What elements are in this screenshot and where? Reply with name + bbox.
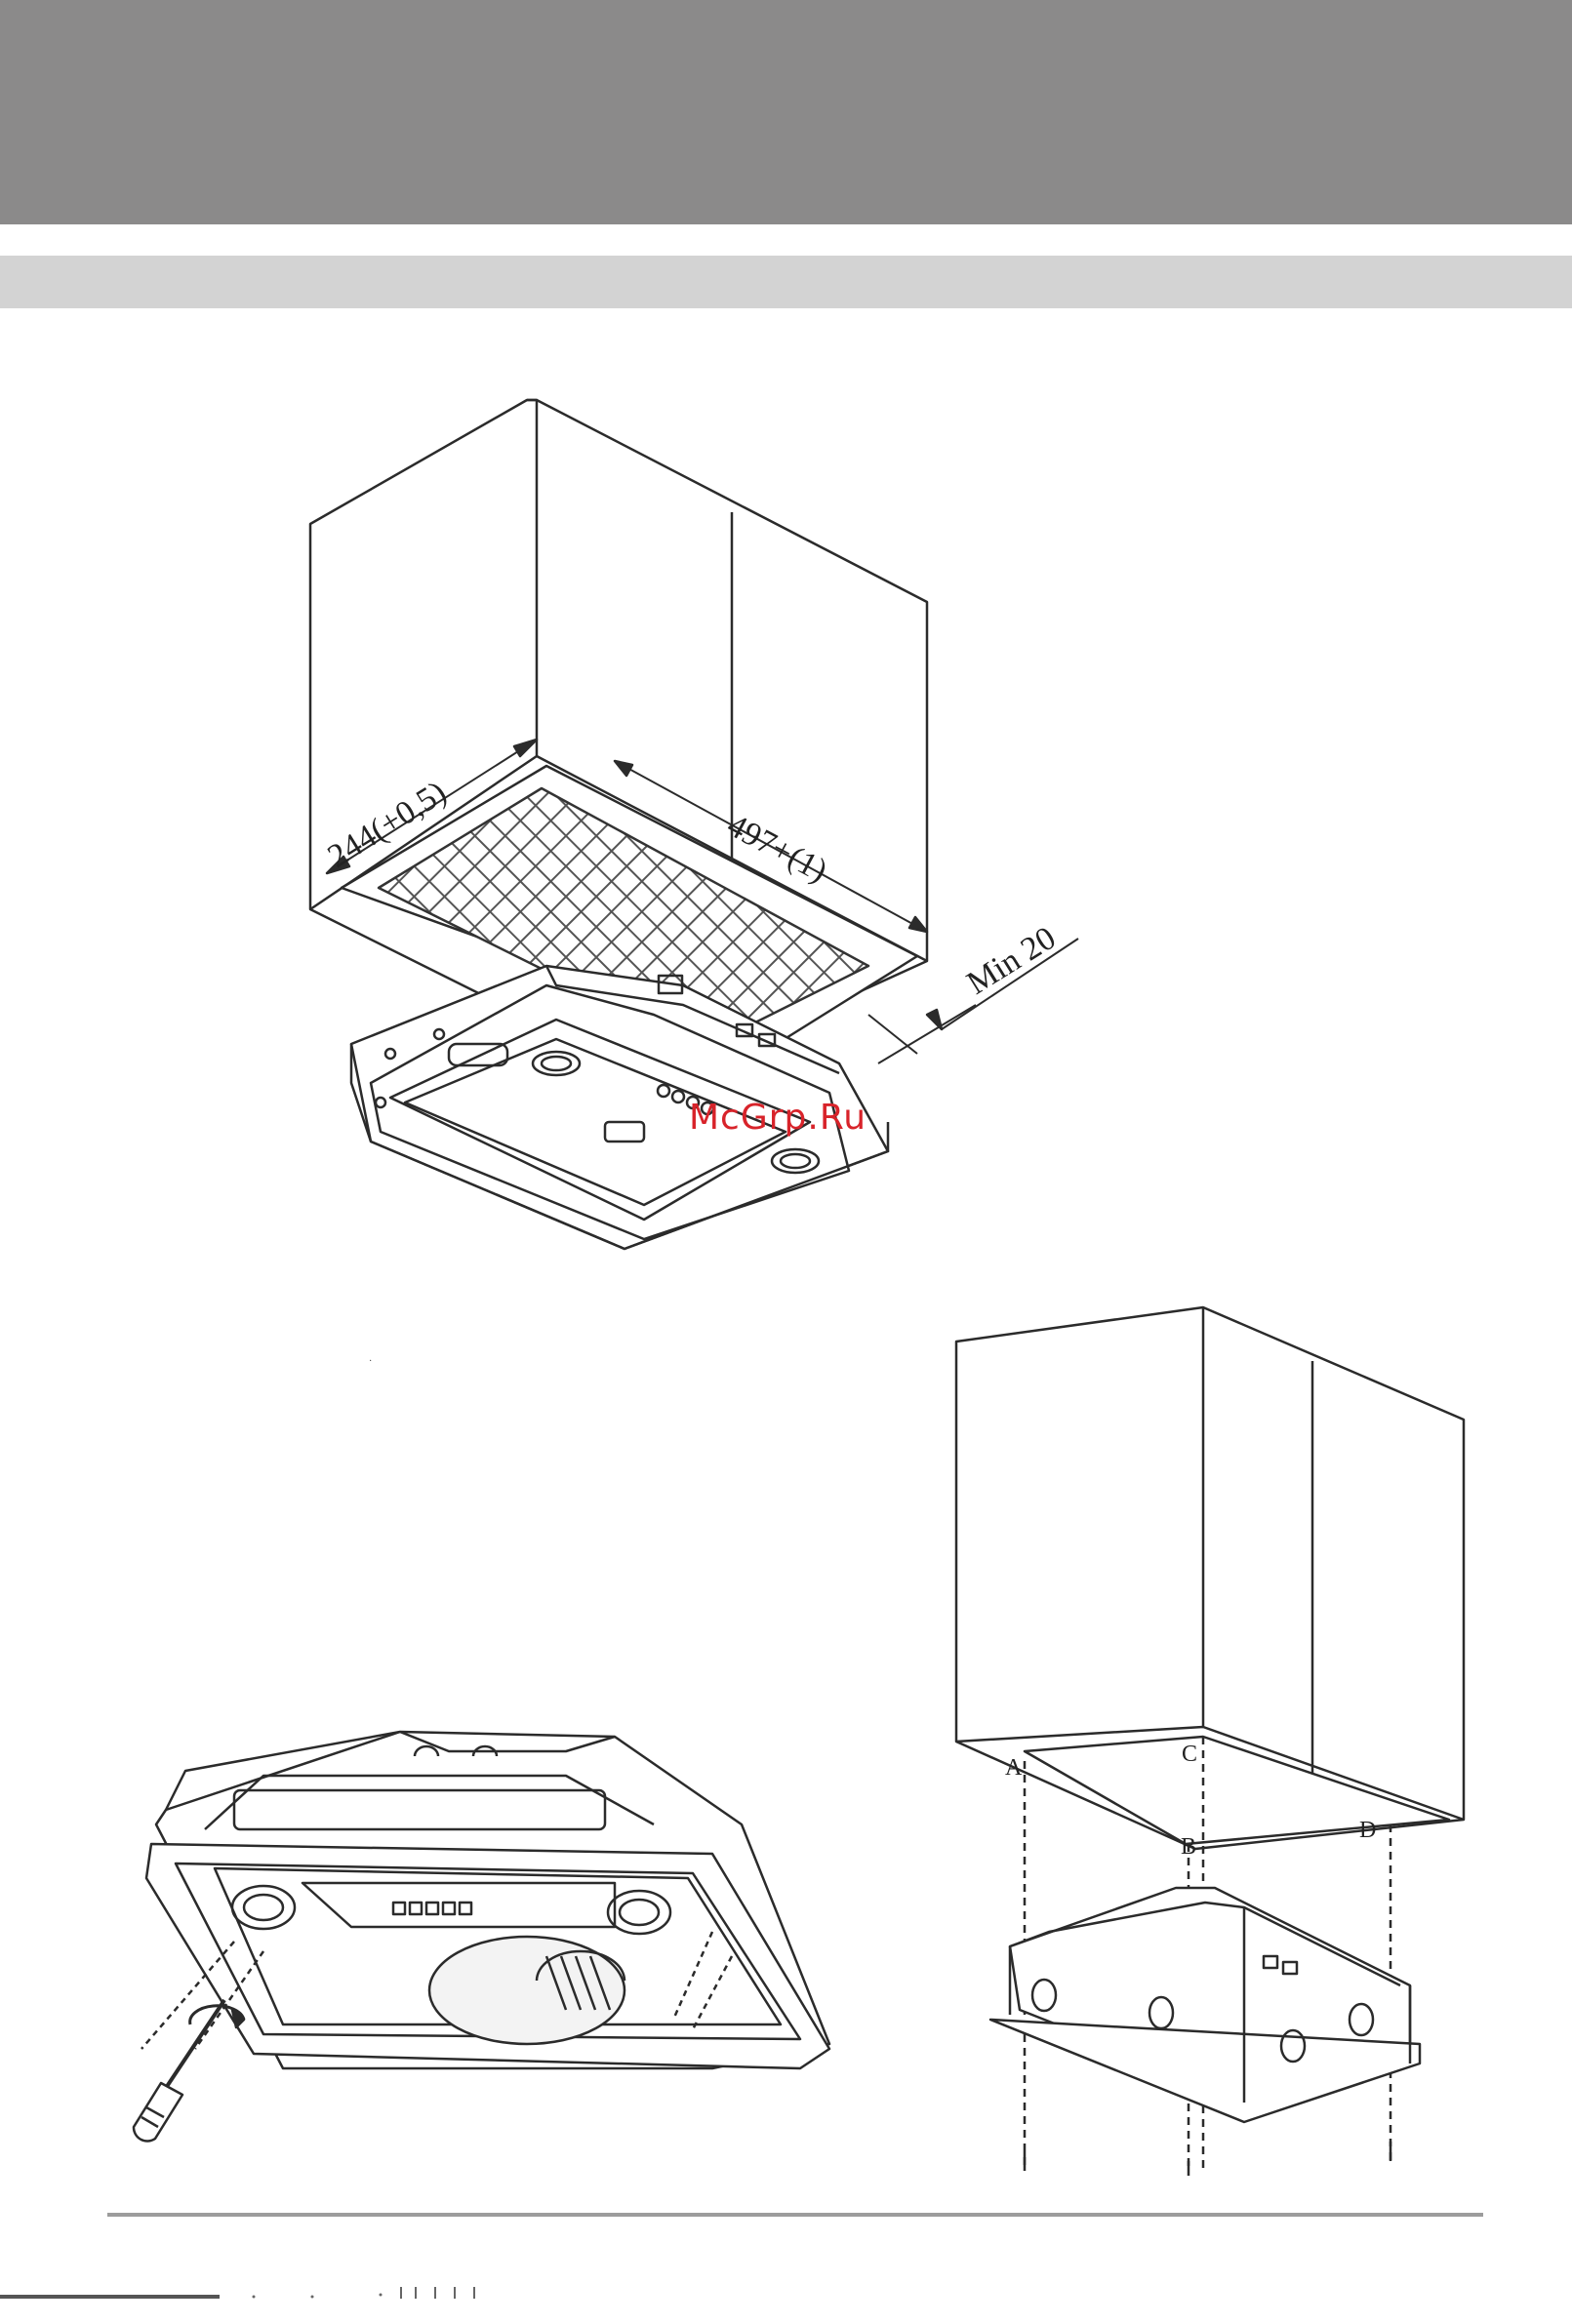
cabinet-cutout-drawing: 244(+0,5) 497+(1) Min 20 · — [293, 381, 1103, 1366]
mount-point-a-label: A — [1005, 1755, 1023, 1781]
watermark-text: McGrp.Ru — [689, 1098, 867, 1138]
min-clearance-label: Min 20 — [961, 920, 1063, 1002]
svg-text:·: · — [369, 1356, 372, 1366]
hood-underside-drawing — [107, 1717, 868, 2185]
figure-mounting-points: A C B D — [951, 1302, 1478, 2176]
footer-edge-mark — [0, 2295, 220, 2299]
mount-point-b-label: B — [1181, 1834, 1196, 1860]
figure-screw-removal — [107, 1717, 868, 2185]
figure-cutout-dimensions: 244(+0,5) 497+(1) Min 20 · — [293, 381, 1103, 1366]
section-band — [0, 256, 1572, 308]
mount-point-d-label: D — [1359, 1818, 1376, 1843]
cabinet-mounting-drawing: A C B D — [951, 1302, 1478, 2176]
footer-artifact-marks — [244, 2283, 507, 2303]
mount-point-c-label: C — [1182, 1742, 1197, 1767]
header-band — [0, 0, 1572, 224]
footer-rule — [107, 2213, 1483, 2217]
